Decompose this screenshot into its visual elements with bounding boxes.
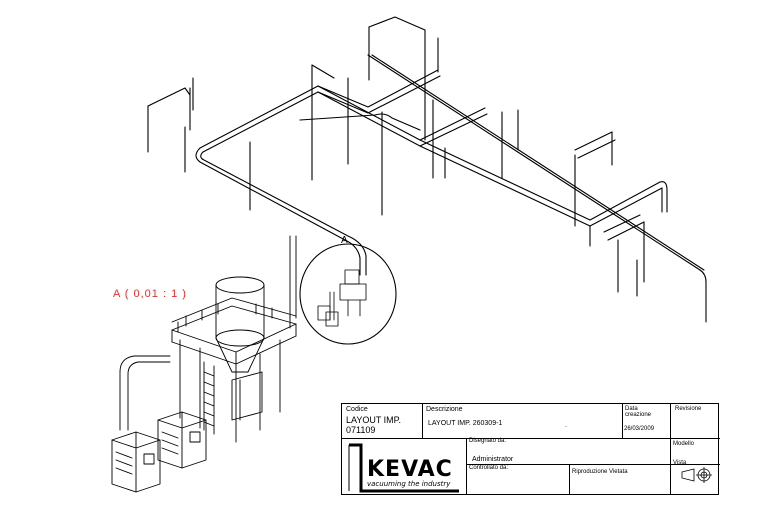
disegnato-label: Disegnato da: — [469, 438, 507, 444]
data-value: 26/03/2009 — [624, 426, 655, 432]
data-label-line2: creazione — [625, 412, 652, 418]
vertical-drops — [147, 16, 663, 297]
disegnato-value: Administrator — [472, 456, 514, 463]
detail-equipment — [317, 257, 367, 327]
pipe-network — [195, 54, 707, 323]
detail-circle — [299, 243, 397, 345]
detail-scale-label: A ( 0,01 : 1 ) — [113, 288, 187, 300]
codice-value-line1: LAYOUT IMP. — [346, 415, 402, 425]
descrizione-value: LAYOUT IMP. 260309-1 — [428, 420, 503, 427]
descrizione-label: Descrizione — [426, 406, 463, 413]
modello-label: Modello — [673, 441, 695, 447]
riproduzione-label: Riproduzione Vietata — [572, 469, 628, 475]
revisione-label: Revisione — [675, 406, 702, 412]
kevac-logo: KEVAC vacuuming the industry — [347, 443, 461, 493]
projection-symbol-icon — [681, 467, 712, 483]
descrizione-dot: . — [565, 422, 567, 429]
data-label-line1: Data — [625, 406, 638, 412]
codice-value-line2: 071109 — [346, 425, 376, 435]
title-block: Codice LAYOUT IMP. 071109 Descrizione LA… — [341, 403, 720, 495]
vista-label: Vista — [673, 460, 687, 466]
codice-label: Codice — [346, 406, 368, 413]
plant-structure — [111, 235, 297, 493]
controllato-label: Controllato da: — [469, 465, 509, 471]
detail-callout-label: A — [341, 235, 348, 246]
